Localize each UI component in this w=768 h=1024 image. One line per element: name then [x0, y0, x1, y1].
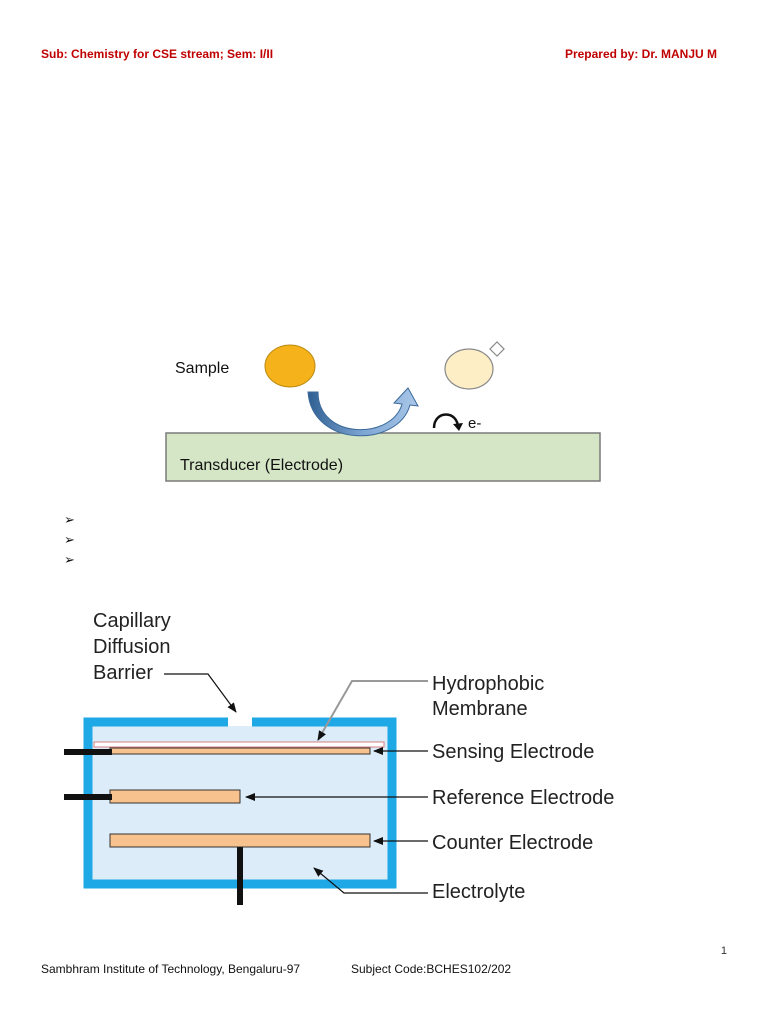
counter-electrode	[109, 833, 371, 848]
reference-electrode-label: Reference Electrode	[432, 787, 614, 809]
bullet-list: ➢ ➢ ➢	[64, 510, 75, 570]
hydrophobic-label-line1: Hydrophobic	[432, 673, 544, 695]
list-item: ➢	[64, 530, 75, 550]
list-item: ➢	[64, 550, 75, 570]
hydrophobic-leader-line	[317, 680, 428, 741]
hydrophobic-membrane	[93, 741, 385, 748]
reference-electrode	[109, 789, 241, 804]
product-molecule	[444, 348, 494, 390]
binding-curved-arrow	[307, 387, 419, 437]
electrolyte-leader-line	[313, 867, 428, 894]
header-subject: Sub: Chemistry for CSE stream; Sem: I/II	[41, 47, 274, 61]
electron-label: e-	[468, 415, 481, 432]
page-number: 1	[720, 945, 727, 957]
transducer-label: Transducer (Electrode)	[180, 457, 343, 474]
footer-subject-code: Subject Code:BCHES102/202	[351, 962, 512, 976]
product-tag-diamond	[489, 341, 505, 357]
capillary-label-line1: Capillary	[93, 610, 171, 632]
bullet-marker: ➢	[64, 532, 75, 547]
transducer-electrode-box	[165, 432, 601, 482]
electrolyte-label: Electrolyte	[432, 881, 525, 903]
bullet-marker: ➢	[64, 512, 75, 527]
header-prepared-by: Prepared by: Dr. MANJU M	[564, 47, 717, 61]
footer-institute: Sambhram Institute of Technology, Bengal…	[41, 962, 301, 976]
sample-label: Sample	[175, 360, 229, 377]
sample-molecule	[264, 344, 316, 388]
capillary-label-line2: Diffusion	[93, 636, 170, 658]
capillary-leader-line	[164, 673, 237, 713]
counter-electrode-label: Counter Electrode	[432, 832, 593, 854]
sensing-electrode-label: Sensing Electrode	[432, 741, 594, 763]
hydrophobic-label-line2: Membrane	[432, 698, 528, 720]
bullet-marker: ➢	[64, 552, 75, 567]
sensing-electrode	[109, 747, 371, 755]
list-item: ➢	[64, 510, 75, 530]
capillary-label-line3: Barrier	[93, 662, 153, 684]
